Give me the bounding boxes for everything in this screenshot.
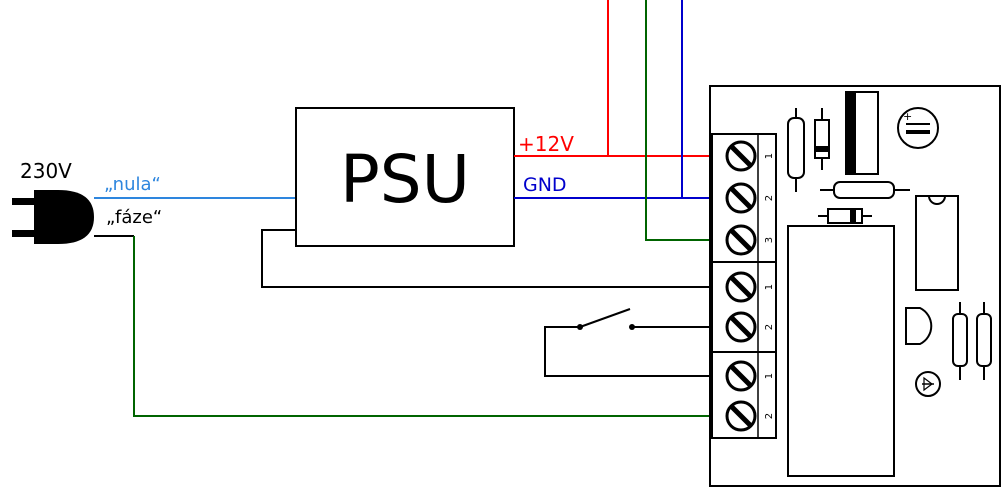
psu-label: PSU	[340, 141, 470, 218]
terminal-screw-icon	[725, 140, 757, 172]
diode-icon	[814, 108, 830, 170]
voltage-label: 230V	[20, 159, 72, 183]
mains-plug-icon	[12, 190, 94, 244]
terminal-screw-icon	[725, 224, 757, 256]
terminal-screw-icon	[725, 182, 757, 214]
switch-icon	[544, 308, 724, 377]
diode-horizontal-icon	[818, 208, 872, 224]
phase-label: „fáze“	[106, 207, 162, 228]
terminal-screw-icon	[725, 400, 757, 432]
terminal-number: 1	[764, 284, 775, 290]
ic-chip-icon	[915, 195, 959, 291]
green-wire-up	[645, 0, 724, 241]
psu-return-wire	[261, 229, 724, 288]
terminal-number: 2	[764, 413, 775, 419]
voltage-regulator-icon	[845, 91, 879, 175]
terminal-number: 2	[764, 195, 775, 201]
terminal-screw-icon	[725, 311, 757, 343]
terminal-screw-icon	[725, 360, 757, 392]
resistor-icon	[787, 108, 805, 192]
psu-positive-label: +12V	[518, 132, 574, 156]
led-icon	[915, 371, 941, 397]
terminal-number: 1	[764, 373, 775, 379]
fuse-icon	[952, 302, 992, 380]
terminal-screw-icon	[725, 271, 757, 303]
psu-gnd-label: GND	[523, 174, 567, 196]
resistor-horizontal-icon	[820, 181, 910, 199]
neutral-label: „nula“	[104, 174, 161, 195]
svg-text:+: +	[903, 110, 912, 123]
capacitor-icon: +	[897, 107, 939, 149]
transistor-icon	[905, 307, 933, 345]
psu-box	[295, 107, 515, 247]
phase-wire	[133, 236, 718, 417]
terminal-number: 3	[764, 237, 775, 243]
terminal-number: 2	[764, 324, 775, 330]
relay-icon	[787, 225, 895, 477]
terminal-number: 1	[764, 153, 775, 159]
